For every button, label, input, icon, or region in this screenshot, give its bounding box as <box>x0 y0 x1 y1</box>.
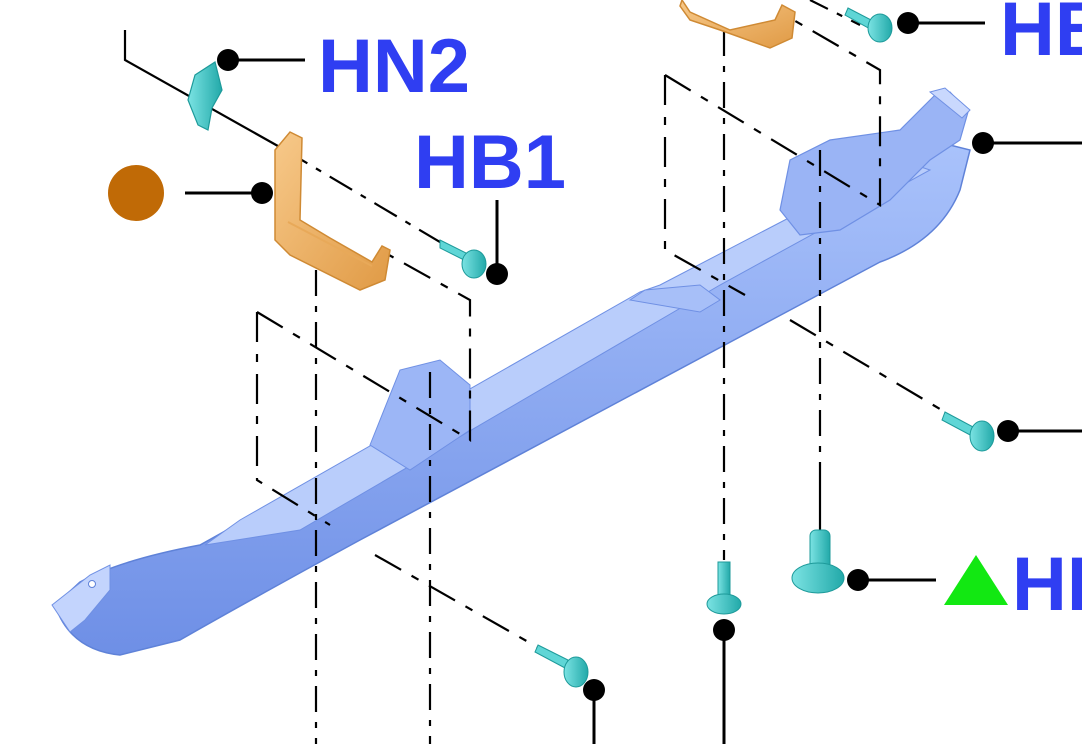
cross-member-beam <box>51 87 971 656</box>
bolt-lower-left <box>534 644 589 688</box>
assembly-lines <box>123 0 951 744</box>
green-triangle-marker <box>944 555 1008 605</box>
label-hn2: HN2 <box>318 24 470 109</box>
left-bracket <box>274 131 391 291</box>
clip-hn2 <box>187 61 223 131</box>
leaders <box>185 12 1082 744</box>
label-top-right: HB <box>1000 0 1082 72</box>
top-right-bracket <box>679 0 796 49</box>
bolt-vertical <box>706 561 742 615</box>
push-pin-hi <box>791 529 845 594</box>
bolt-top-right <box>844 7 893 43</box>
orange-circle-marker <box>108 165 164 221</box>
bolt-hb1 <box>439 239 487 279</box>
label-hb1: HB1 <box>414 120 566 205</box>
bolt-right <box>941 411 995 452</box>
label-bottom-right: HI <box>1012 542 1082 627</box>
